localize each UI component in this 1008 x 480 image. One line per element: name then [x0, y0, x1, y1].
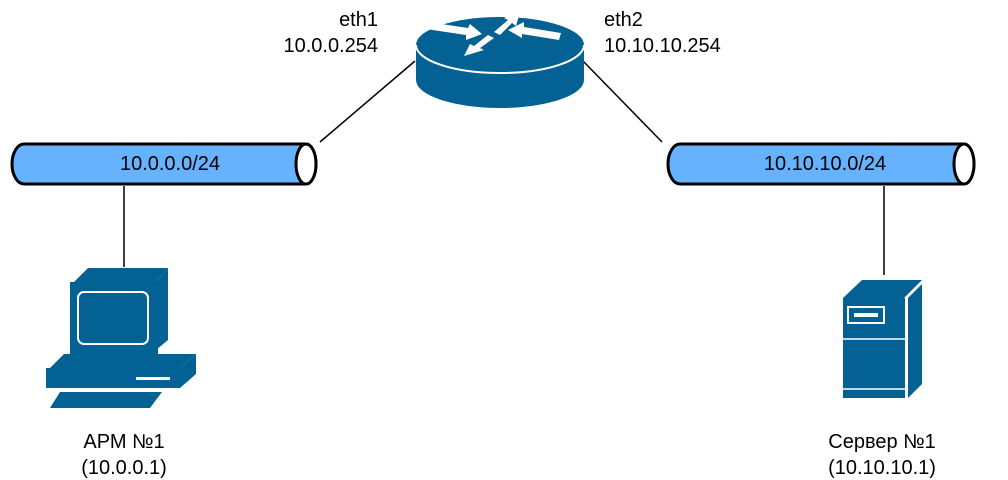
- workstation-name: АРМ №1: [83, 431, 165, 453]
- network-segment-1: [10, 142, 318, 186]
- server-ip: (10.10.10.1): [828, 457, 936, 479]
- server-name: Сервер №1: [828, 431, 936, 453]
- link-router-net1: [319, 60, 416, 143]
- workstation-icon[interactable]: [46, 268, 196, 408]
- workstation-ip: (10.0.0.1): [81, 457, 167, 479]
- network-2-label: 10.10.10.0/24: [763, 153, 887, 175]
- network-1-label: 10.0.0.0/24: [119, 153, 221, 175]
- server-icon[interactable]: [843, 280, 922, 398]
- network-segment-2: [666, 142, 976, 186]
- link-router-net2: [582, 60, 663, 143]
- router-icon[interactable]: [415, 12, 585, 108]
- router-iface-1-name: eth1: [339, 9, 378, 31]
- router-iface-1-ip: 10.0.0.254: [283, 35, 378, 57]
- router-iface-2-ip: 10.10.10.254: [604, 35, 721, 57]
- router-iface-2-name: eth2: [604, 9, 643, 31]
